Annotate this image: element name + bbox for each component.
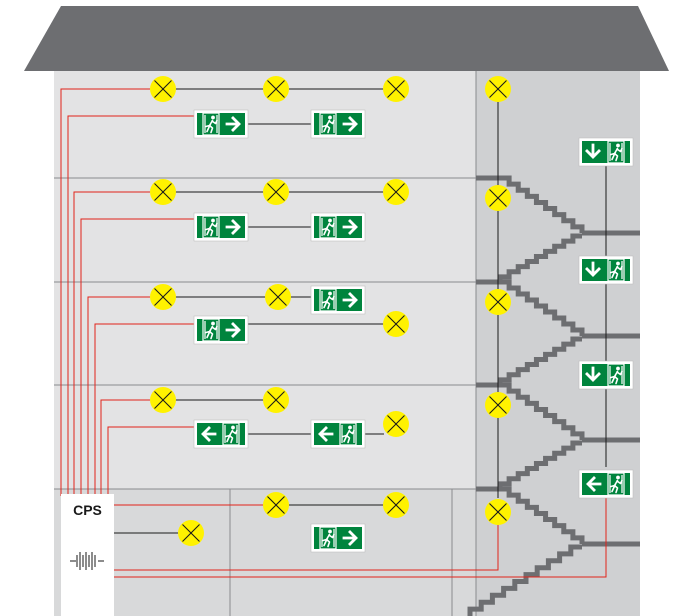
floor-slabs xyxy=(54,71,477,616)
red-wire-floor-1-lum xyxy=(60,88,150,496)
stair-flight-3-up xyxy=(497,440,582,489)
luminaire-icon xyxy=(262,178,290,206)
luminaire-icon xyxy=(484,288,512,316)
exit-sign-right-icon xyxy=(194,316,248,344)
luminaire-icon xyxy=(484,184,512,212)
wiring xyxy=(60,88,607,578)
cps-label: CPS xyxy=(73,502,102,518)
stair-flight-3-down xyxy=(500,382,585,440)
luminaire-icon xyxy=(149,386,177,414)
exit-sign-left-icon xyxy=(579,470,633,498)
stair-flight-4-down xyxy=(500,486,585,544)
exit-sign-down-icon xyxy=(579,256,633,284)
stair-flight-4-up xyxy=(467,544,582,616)
battery-icon xyxy=(70,552,104,570)
luminaire-icon xyxy=(177,519,205,547)
red-wire-floor-3-sign xyxy=(94,323,194,496)
cps-unit: CPS xyxy=(61,494,114,616)
exit-sign-right-icon xyxy=(311,286,365,314)
luminaire-icon xyxy=(484,391,512,419)
red-wire-floor-2-lum xyxy=(73,191,150,496)
stair-flight-1-down xyxy=(500,175,585,233)
red-wire-floor-4-lum xyxy=(100,399,150,496)
staircase xyxy=(467,175,640,616)
luminaire-icon xyxy=(262,386,290,414)
exit-sign-right-icon xyxy=(311,213,365,241)
exit-sign-down-icon xyxy=(579,138,633,166)
luminaire-icon xyxy=(382,410,410,438)
stair-flight-2-up xyxy=(497,336,582,385)
roof xyxy=(24,6,669,71)
luminaire-icon xyxy=(149,283,177,311)
luminaire-icon xyxy=(149,75,177,103)
exit-sign-right-icon xyxy=(194,213,248,241)
luminaire-icon xyxy=(382,310,410,338)
luminaire-icon xyxy=(382,491,410,519)
exit-sign-right-icon xyxy=(194,110,248,138)
red-wire-floor-2-sign xyxy=(80,218,194,496)
red-wire-floor-3-lum xyxy=(87,296,150,496)
luminaire-icon xyxy=(484,498,512,526)
red-wire-floor-4-sign xyxy=(107,426,194,496)
exit-sign-right-icon xyxy=(311,110,365,138)
luminaire-icon xyxy=(382,178,410,206)
luminaire-icon xyxy=(382,75,410,103)
luminaire-icon xyxy=(262,75,290,103)
stair-flight-2-down xyxy=(500,279,585,336)
stair-flight-1-up xyxy=(497,233,582,282)
luminaire-icon xyxy=(262,491,290,519)
exit-sign-down-icon xyxy=(579,361,633,389)
cps-box xyxy=(61,494,114,616)
red-wire-stair-luminaires xyxy=(114,525,499,571)
luminaire-icon xyxy=(264,283,292,311)
exit-sign-right-icon xyxy=(311,524,365,552)
exit-sign-left-icon xyxy=(311,420,365,448)
luminaire-icon xyxy=(149,178,177,206)
exit-sign-left-icon xyxy=(194,420,248,448)
red-wire-floor-1-sign xyxy=(67,115,194,496)
red-wire-stair-signs xyxy=(114,498,607,578)
luminaire-icon xyxy=(484,75,512,103)
